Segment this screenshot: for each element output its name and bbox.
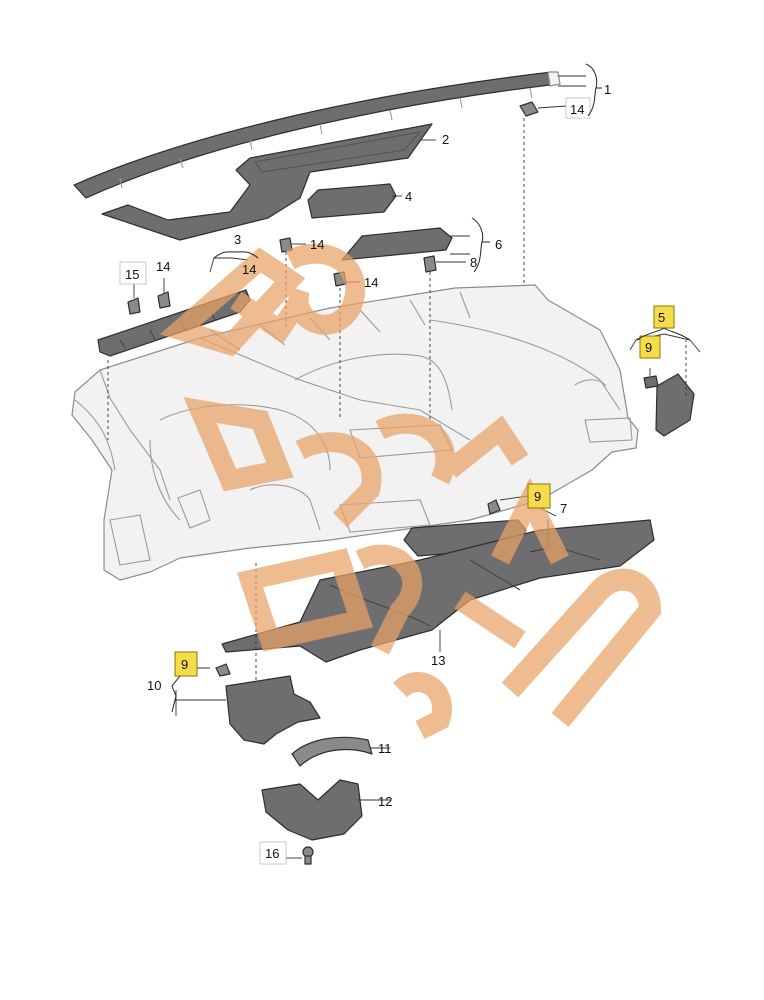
- label-part-5: 5: [658, 310, 665, 325]
- part-10-column-cover: [215, 663, 321, 745]
- label-part-4: 4: [405, 189, 412, 204]
- label-part-9-left: 9: [181, 657, 188, 672]
- part-5-end-cap: [643, 373, 695, 437]
- label-part-9-middle: 9: [534, 489, 541, 504]
- label-part-1: 1: [604, 82, 611, 97]
- part-1-upper-trim: [73, 71, 561, 199]
- part-4-vent-panel: [307, 183, 397, 219]
- label-part-14-a: 14: [310, 237, 324, 252]
- fastener-8: [423, 255, 437, 273]
- fastener-14-right: [519, 101, 539, 117]
- label-part-10: 10: [147, 678, 161, 693]
- part-11-column-shroud: [291, 736, 373, 767]
- label-boxes: [119, 97, 591, 865]
- bracket-part-5: [635, 327, 691, 341]
- part-12-lower-shroud: [261, 779, 363, 841]
- label-part-11: 11: [378, 741, 392, 756]
- label-part-14-top-right: 14: [570, 102, 584, 117]
- watermark: [159, 243, 662, 739]
- bracket-part-1: [585, 63, 602, 117]
- label-part-14-b: 14: [364, 275, 378, 290]
- highlight-box-9-left: [174, 651, 198, 677]
- label-part-6: 6: [495, 237, 502, 252]
- bracket-part-10: [171, 675, 181, 713]
- fastener-14-left: [157, 291, 171, 309]
- label-part-8: 8: [470, 255, 477, 270]
- fastener-15: [127, 297, 141, 315]
- bracket-part-6: [471, 217, 490, 273]
- bracket-part-3: [213, 251, 259, 259]
- label-part-12: 12: [378, 794, 392, 809]
- label-part-14-c: 14: [242, 262, 256, 277]
- highlight-box-9-right: [639, 335, 661, 359]
- label-part-13: 13: [431, 653, 445, 668]
- label-part-7: 7: [560, 501, 567, 516]
- label-part-15: 15: [125, 267, 139, 282]
- part-6-trim-strip: [341, 227, 453, 261]
- part-2-upper-cover: [101, 123, 433, 241]
- label-part-2: 2: [442, 132, 449, 147]
- label-part-9-right: 9: [645, 340, 652, 355]
- label-part-14-d: 14: [156, 259, 170, 274]
- highlight-box-9-middle: [527, 483, 551, 509]
- label-part-3: 3: [234, 232, 241, 247]
- fastener-16-screw: [302, 846, 314, 865]
- label-part-16: 16: [265, 846, 279, 861]
